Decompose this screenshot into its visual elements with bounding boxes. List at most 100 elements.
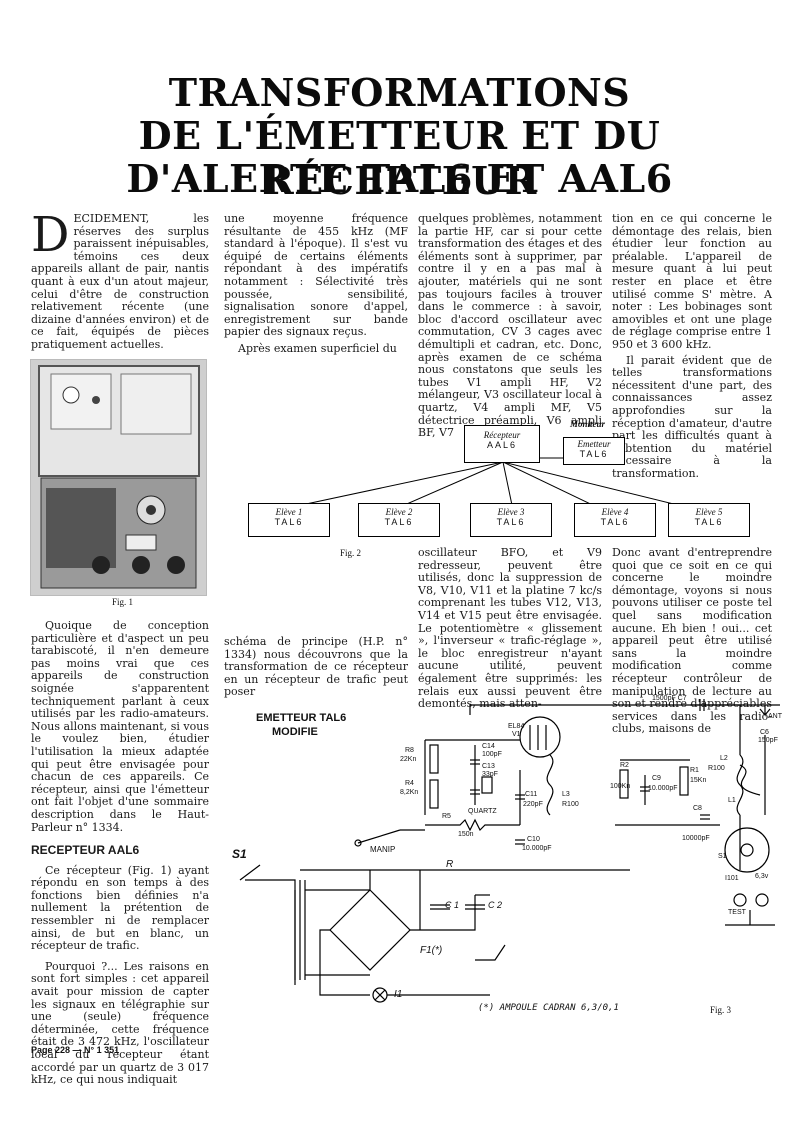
schematic-title-2: MODIFIE [272,726,318,738]
label-c1: C 1 [445,900,460,910]
label-r1: R1 [690,767,699,774]
student-box-3: Elève 3 TAL6 [470,503,552,537]
schematic-wiring [239,699,780,1003]
label-r: R [446,859,454,870]
student-box-5: Elève 5 TAL6 [668,503,750,537]
label-c14-value: 100pF [482,751,502,758]
label-r2: R2 [620,762,629,769]
label-c13-value: 33pF [482,771,498,778]
label-c7: 1500pF C7 [652,695,687,702]
receiver-box: Récepteur AAL6 [464,425,540,463]
label-c14: C14 [482,743,495,750]
receiver-name: AAL6 [486,440,518,450]
label-l1: L1 [728,797,736,804]
label-c6-value: 150pF [758,737,778,744]
label-i101: I101 [725,875,739,882]
student-name: TAL6 [694,517,724,527]
label-el84: EL84 [508,723,525,730]
page-footer: Page 228 — N° 1 351 [31,1045,120,1055]
column-4-bottom: Donc avant d'entreprendre quoi que ce so… [612,546,772,736]
label-l3-value: R100 [562,801,579,808]
student-label: Elève 5 [695,507,723,517]
label-c10-value: 10.000pF [522,845,552,852]
label-quartz: QUARTZ [468,808,497,815]
paragraph: tion en ce qui concerne le démontage des… [612,212,772,351]
monitor-label: Emetteur [577,439,611,449]
label-c8-value: 10000pF [682,835,710,842]
dropcap: D [31,207,70,263]
label-c6: C6 [760,729,769,736]
label-r4: R4 [405,780,414,787]
column-4-top: tion en ce qui concerne le démontage des… [612,212,772,480]
student-label: Elève 1 [275,507,303,517]
label-c2: C 2 [488,900,503,910]
label-test: TEST [728,909,746,916]
label-f1: F1(*) [420,945,443,956]
label-r8: R8 [405,747,414,754]
paragraph: une moyenne fréquence résultante de 455 … [224,212,408,339]
student-label: Elève 3 [497,507,525,517]
label-manip: MANIP [370,845,396,854]
fig2-caption: Fig. 2 [340,548,362,558]
label-v1: V1 [512,731,521,738]
label-r4-value: 8,2Kn [400,789,419,796]
label-r2-value: 100Kn [610,783,631,790]
student-box-1: Elève 1 TAL6 [248,503,330,537]
label-c10: C10 [527,836,540,843]
label-c13: C13 [482,763,495,770]
paragraph: Après examen superficiel du [238,341,397,355]
monitor-box: Emetteur TAL6 [563,437,625,465]
fig3-caption: Fig. 3 [710,1005,732,1015]
label-s1: S1 [718,853,727,860]
label-s1-switch: S1 [232,847,247,861]
column-3-bottom: oscillateur BFO, et V9 redresseur, peuve… [418,546,602,711]
label-r1-value: 15Kn [690,777,707,784]
paragraph: Donc avant d'entreprendre quoi que ce so… [612,546,772,736]
receiver-photo-drawing [31,360,206,595]
label-l2: L2 [720,755,728,762]
label-c9: C9 [652,775,661,782]
student-name: TAL6 [600,517,630,527]
student-label: Elève 4 [601,507,629,517]
label-r5-value: 150n [458,831,474,838]
paragraph: quelques problèmes, notamment la partie … [418,212,602,440]
title-line-1: TRANSFORMATIONS [168,70,631,115]
student-name: TAL6 [274,517,304,527]
label-l3: L3 [562,791,570,798]
student-name: TAL6 [496,517,526,527]
fig2-connectors [277,457,699,511]
label-c9-value: 10.000pF [648,785,678,792]
paragraph: Pourquoi ?... Les raisons en sont fort s… [31,959,209,1087]
title-line-3: D'ALERTE TAL6 ET AAL6 [126,156,673,201]
paragraph: Ce récepteur (Fig. 1) ayant répondu en s… [31,863,209,953]
label-r8-value: 22Kn [400,756,417,763]
student-box-4: Elève 4 TAL6 [574,503,656,537]
title-line-2: DE L'ÉMETTEUR ET DU RÉCEPTEUR [138,113,661,203]
lamp-note: (*) AMPOULE CADRAN 6,3/0,1 [478,1003,619,1013]
label-c11-value: 220pF [523,801,543,808]
column-3-top: quelques problèmes, notamment la partie … [418,212,602,440]
paragraph: schéma de principe (H.P. n° 1334) nous d… [224,635,408,699]
receiver-label: Récepteur [483,430,521,440]
fig3-schematic: R8 22Kn R4 8,2Kn C14 100pF C13 33pF QUAR… [220,695,782,1025]
intro-text: ECIDEMENT, les réserves des surplus para… [31,212,209,351]
label-c8: C8 [693,805,702,812]
paragraph: Il parait évident que de telles transfor… [612,353,772,480]
paragraph: oscillateur BFO, et V9 redresseur, peuve… [418,546,602,711]
monitor-name: TAL6 [579,449,609,459]
student-name: TAL6 [384,517,414,527]
column-2-bottom: schéma de principe (H.P. n° 1334) nous d… [224,635,408,699]
column-1-bottom: Quoique de conception particulière et d'… [31,619,209,1087]
label-ant: ANT [768,713,782,720]
label-c11: C11 [525,791,538,798]
schematic-title-1: EMETTEUR TAL6 [256,712,347,724]
paragraph: Quoique de conception particulière et d'… [31,619,209,834]
student-box-2: Elève 2 TAL6 [358,503,440,537]
section-heading: RECEPTEUR AAL6 [31,843,140,858]
fig1-caption: Fig. 1 [112,597,134,607]
monitor-heading: Moniteur [570,419,606,429]
label-l2-value: R100 [708,765,725,772]
label-r5: R5 [442,813,451,820]
